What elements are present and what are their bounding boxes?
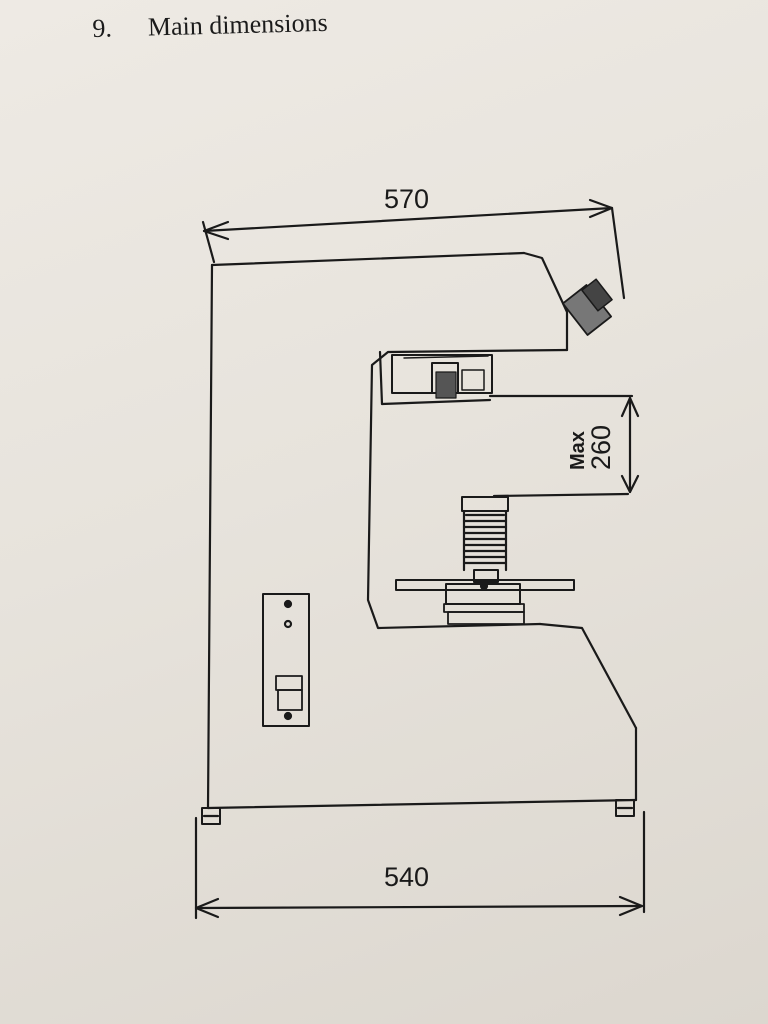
eyepiece [561, 278, 613, 336]
indenter-assembly [391, 354, 493, 399]
machine-feet [201, 799, 635, 825]
control-panel [262, 593, 310, 727]
max-height-value: 260 [586, 424, 616, 470]
machine-body-outline [206, 251, 638, 810]
bottom-width-label: 540 [384, 862, 430, 892]
elevating-screw [461, 496, 509, 583]
top-width-dimension-line [201, 198, 626, 300]
bottom-width-dimension-line [194, 810, 646, 920]
max-height-word: Max [567, 431, 589, 470]
max-height-label: Max 260 [567, 424, 616, 470]
handwheel-bar [395, 579, 575, 625]
max-height-dimension-line [488, 394, 640, 498]
top-width-label: 570 [384, 184, 430, 214]
